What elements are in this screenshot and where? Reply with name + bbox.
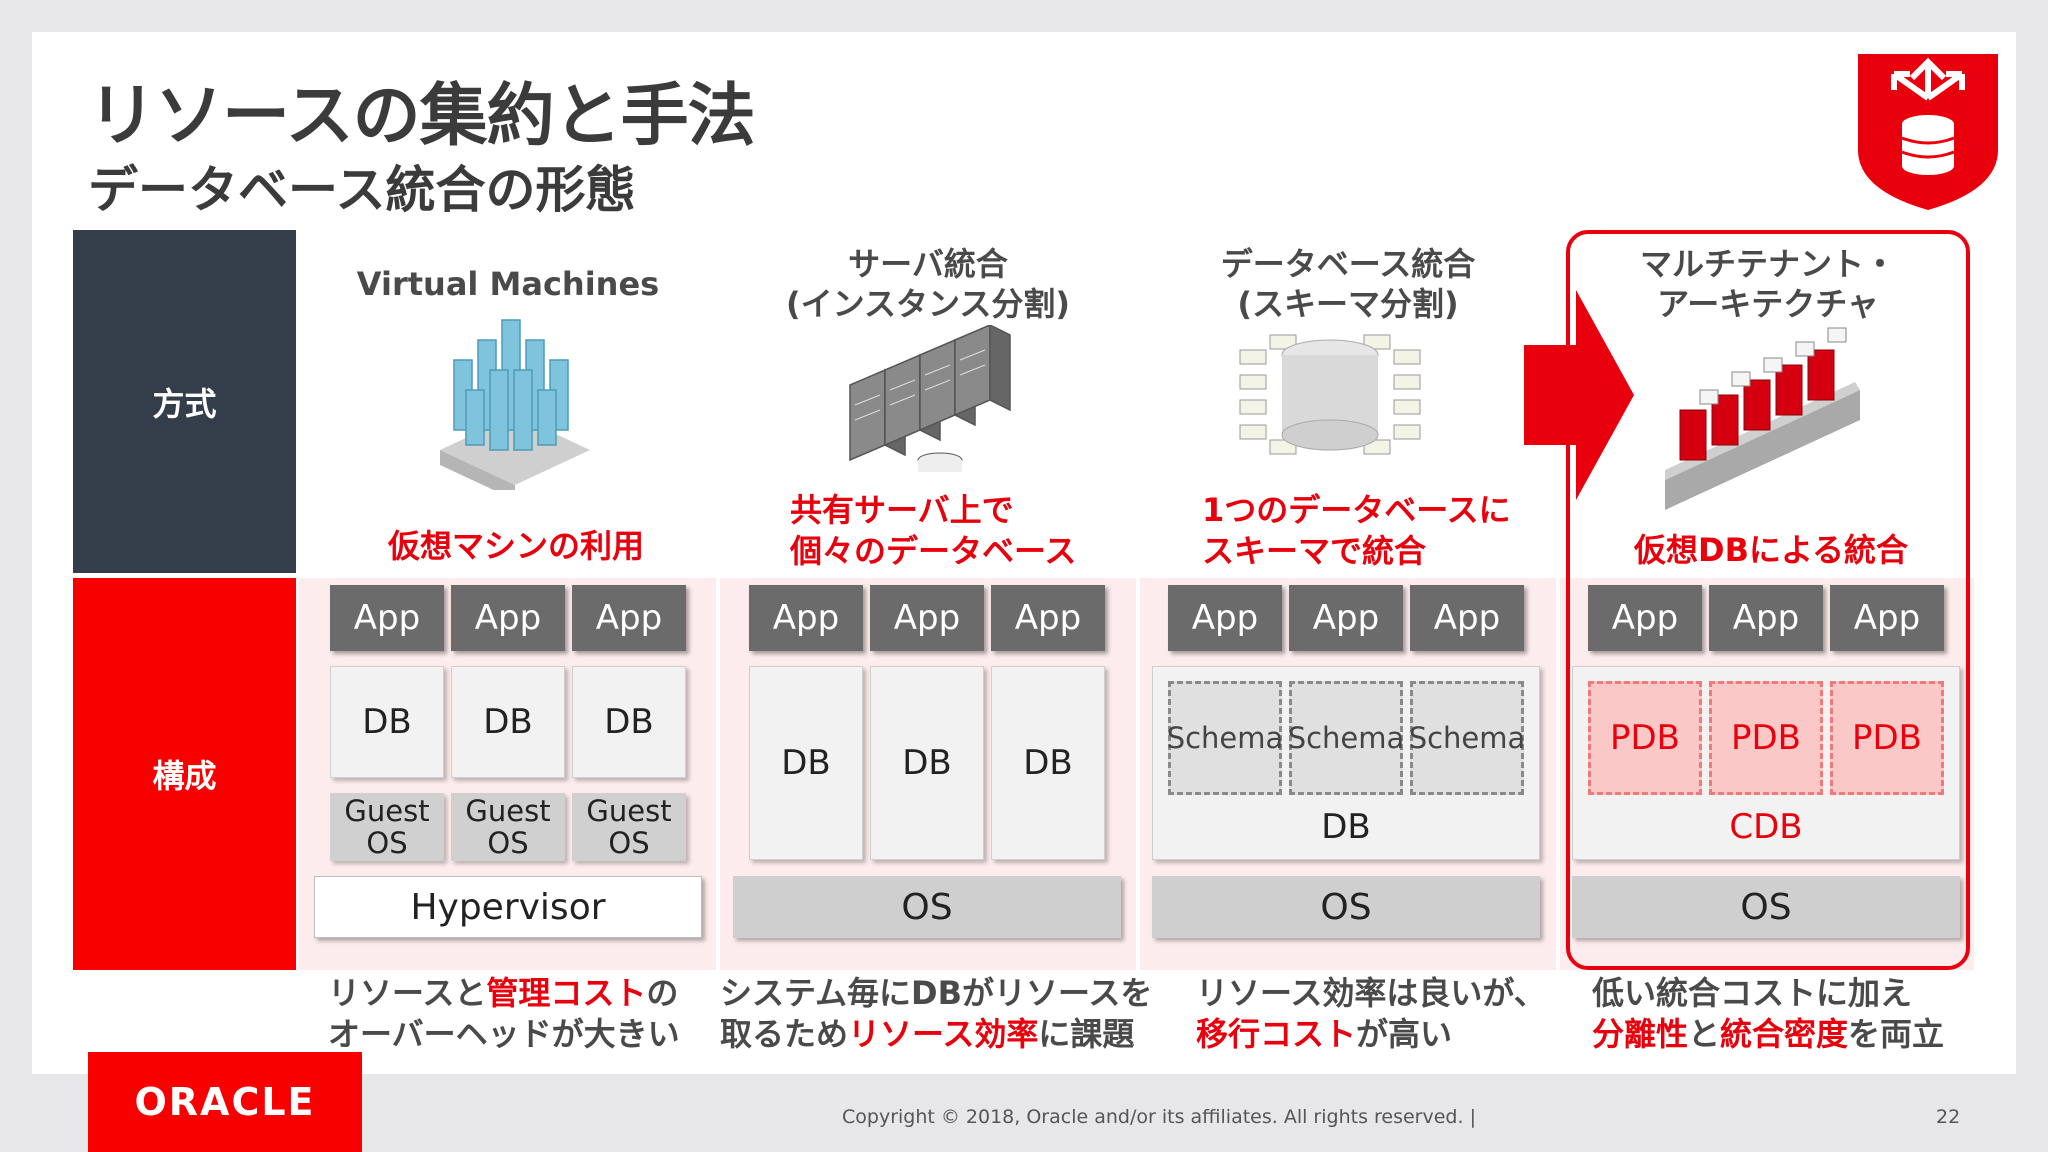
column-4-caption: 仮想DBによる統合: [1634, 531, 1908, 569]
db-box: DB: [749, 666, 863, 860]
pdb-box: PDB: [1830, 681, 1944, 795]
guest-os-label: OS: [608, 826, 650, 860]
column-2-heading-line: サーバ統合: [848, 245, 1008, 283]
db-box: DB: [991, 666, 1105, 860]
os-bar: OS: [733, 876, 1121, 938]
app-box: App: [1410, 585, 1524, 651]
app-box: App: [749, 585, 863, 651]
summary-line: 分離性と統合密度を両立: [1592, 1014, 1944, 1055]
structure-row-label: 構成: [73, 578, 296, 970]
app-box: App: [1830, 585, 1944, 651]
column-3-caption-line-2: スキーマで統合: [1202, 532, 1427, 570]
summary-text: 取るため: [720, 1015, 849, 1053]
summary-text: の: [646, 974, 679, 1012]
vm-cluster-icon: [440, 319, 590, 490]
oracle-logo: ORACLE: [88, 1052, 362, 1152]
summary-highlight: リソース効率: [848, 1015, 1039, 1053]
os-bar: OS: [1152, 876, 1540, 938]
db-box: DB: [451, 666, 565, 778]
schema-box: Schema: [1167, 681, 1283, 795]
app-box: App: [991, 585, 1105, 651]
column-2-heading-line: (インスタンス分割): [786, 285, 1070, 323]
column-4-heading-line: アーキテクチャ: [1657, 285, 1879, 323]
column-1-caption: 仮想マシンの利用: [388, 527, 645, 565]
column-1-heading: Virtual Machines: [356, 265, 660, 303]
server-rack-icon: [849, 325, 1011, 472]
summary-highlight: 管理コスト: [486, 974, 647, 1012]
db-box: DB: [330, 666, 444, 778]
app-box: App: [572, 585, 686, 651]
multitenant-highlight-frame: [1566, 230, 1970, 970]
guest-os-label: Guest: [344, 794, 430, 828]
column-4-heading: マルチテナント・ アーキテクチャ: [1582, 244, 1954, 324]
method-row-label: 方式: [73, 230, 296, 573]
guest-os-label: Guest: [465, 794, 551, 828]
app-box: App: [1168, 585, 1282, 651]
schema-box: Schema: [1409, 681, 1525, 795]
column-3-caption-line-1: 1つのデータベースに: [1202, 491, 1511, 529]
summary-text: 低い統合コストに加え: [1592, 974, 1913, 1012]
guest-os-label: OS: [487, 826, 529, 860]
summary-highlight: 統合密度: [1720, 1015, 1849, 1053]
db-box: DB: [870, 666, 984, 860]
summary-line: リソース効率は良いが、: [1196, 973, 1546, 1014]
arrow-right-icon: [1524, 290, 1634, 500]
guest-os-label: OS: [366, 826, 408, 860]
app-box: App: [1709, 585, 1823, 651]
guest-os-label: Guest: [586, 794, 672, 828]
pdb-box: PDB: [1588, 681, 1702, 795]
hypervisor-bar: Hypervisor: [314, 876, 702, 938]
summary-highlight: 分離性: [1592, 1015, 1689, 1053]
schema-box: Schema: [1288, 681, 1404, 795]
app-box: App: [870, 585, 984, 651]
summary-line: 移行コストが高い: [1196, 1014, 1546, 1055]
summary-line: オーバーヘッドが大きい: [328, 1014, 680, 1055]
copyright-text: Copyright © 2018, Oracle and/or its affi…: [842, 1106, 1476, 1128]
schema-cylinder-icon: [1239, 334, 1421, 455]
summary-line: システム毎にDBがリソースを: [720, 973, 1152, 1014]
db-box: DB: [572, 666, 686, 778]
page-number: 22: [1936, 1106, 1961, 1128]
summary-text: に課題: [1038, 1015, 1135, 1053]
column-3-heading-line: (スキーマ分割): [1237, 285, 1459, 323]
app-box: App: [1289, 585, 1403, 651]
summary-line: 取るためリソース効率に課題: [720, 1014, 1152, 1055]
column-4-heading-line: マルチテナント・: [1639, 245, 1896, 283]
os-bar: OS: [1572, 876, 1960, 938]
column-2-caption-line-2: 個々のデータベース: [790, 532, 1077, 570]
multitenant-icon: [1665, 327, 1860, 510]
summary-text: システム毎にDBがリソースを: [720, 974, 1153, 1012]
summary-text: オーバーヘッドが大きい: [328, 1015, 680, 1053]
slide-title: リソースの集約と手法: [88, 77, 756, 156]
column-3-heading: データベース統合 (スキーマ分割): [1160, 244, 1536, 324]
summary-text: リソース効率は良いが、: [1196, 974, 1546, 1012]
app-box: App: [330, 585, 444, 651]
summary-line: リソースと管理コストの: [328, 973, 680, 1014]
summary-text: リソースと: [328, 974, 487, 1012]
database-consolidation-icon: [1858, 54, 1998, 210]
slide-subtitle: データベース統合の形態: [88, 161, 636, 219]
summary-highlight: 移行コスト: [1196, 1015, 1357, 1053]
column-3-heading-line: データベース統合: [1220, 245, 1476, 283]
pdb-box: PDB: [1709, 681, 1823, 795]
summary-text: が高い: [1356, 1015, 1453, 1053]
column-4-summary: 低い統合コストに加え 分離性と統合密度を両立: [1592, 973, 1944, 1055]
summary-text: と: [1688, 1015, 1721, 1053]
summary-line: 低い統合コストに加え: [1592, 973, 1944, 1014]
column-2-heading: サーバ統合 (インスタンス分割): [740, 244, 1116, 324]
app-box: App: [451, 585, 565, 651]
summary-text: を両立: [1848, 1015, 1945, 1053]
column-2-summary: システム毎にDBがリソースを 取るためリソース効率に課題: [720, 973, 1152, 1055]
column-2-caption-line-1: 共有サーバ上で: [790, 491, 1014, 529]
app-box: App: [1588, 585, 1702, 651]
column-1-summary: リソースと管理コストの オーバーヘッドが大きい: [328, 973, 680, 1055]
column-3-summary: リソース効率は良いが、 移行コストが高い: [1196, 973, 1546, 1055]
